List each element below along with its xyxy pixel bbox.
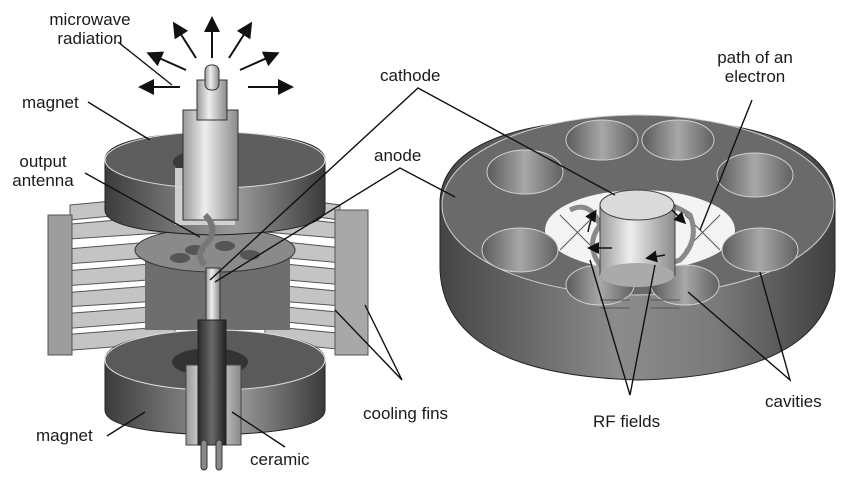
label-path-of-electron: path of an electron [700, 48, 810, 86]
output-antenna [182, 64, 239, 268]
label-output-antenna: output antenna [8, 152, 78, 190]
label-output-antenna-line2: antenna [12, 171, 74, 190]
label-microwave-radiation-line1: microwave [49, 10, 131, 29]
label-rf-fields: RF fields [593, 412, 661, 431]
magnetron-assembly [47, 16, 369, 471]
label-cavities: cavities [765, 392, 822, 411]
leader-lines [84, 41, 792, 448]
label-magnet-bottom: magnet [36, 426, 93, 445]
label-anode: anode [374, 146, 422, 165]
label-ceramic: ceramic [250, 450, 310, 469]
label-magnet-top: magnet [22, 93, 79, 112]
label-microwave-radiation-line2: radiation [57, 29, 123, 48]
label-path-of-electron-line1: path of an [717, 48, 793, 67]
label-cooling-fins: cooling fins [363, 404, 449, 423]
microwave-arrows [138, 16, 294, 95]
label-microwave-radiation: microwave radiation [40, 10, 140, 48]
cathode-cylinder [599, 189, 676, 287]
label-output-antenna-line1: output [19, 152, 67, 171]
ceramic-insulator [185, 319, 242, 471]
anode-ring [439, 114, 836, 381]
label-cathode: cathode [380, 66, 441, 85]
label-path-of-electron-line2: electron [724, 67, 786, 86]
cooling-fins-left [47, 194, 176, 356]
